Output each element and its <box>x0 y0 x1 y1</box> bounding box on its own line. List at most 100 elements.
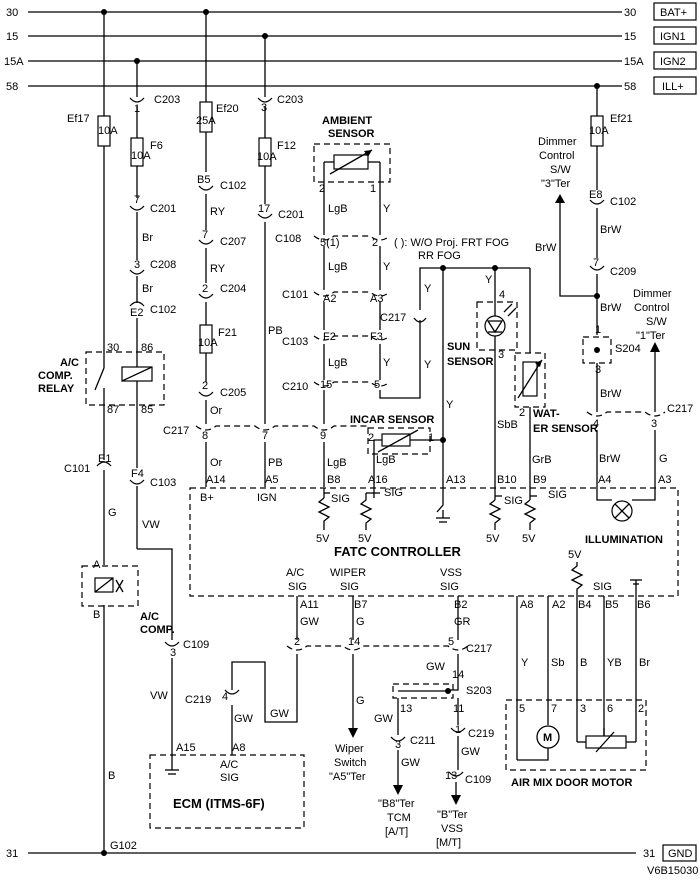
relay-label-1: A/C <box>60 357 79 369</box>
motor-pin-3: 3 <box>580 703 586 715</box>
ef20-circuit: Ef20 25A B5 C102 RY 7 C207 RY 2 C204 F21… <box>196 12 246 487</box>
pin-e1: E1 <box>98 453 111 465</box>
conn-c217-mid: C217 <box>380 312 406 324</box>
fatc-sig-2: SIG <box>384 487 403 499</box>
c219-pin-1: 1 <box>455 724 461 736</box>
c217-top: C217 9 <box>163 425 368 442</box>
pin-b5: B5 <box>197 174 210 186</box>
fatc-vss-2: SIG <box>440 581 459 593</box>
pin-c208-3: 3 <box>134 259 140 271</box>
wire-lgb-4: LgB <box>327 457 347 469</box>
pin-c207-7: 7 <box>202 229 208 241</box>
ef21-circuit: Ef21 10A E8 C102 BrW 7 C209 BrW BrW Dimm… <box>535 86 693 488</box>
comp-pin-b: B <box>93 609 100 621</box>
tcm-l3: [A/T] <box>385 826 408 838</box>
fatc-pin-b2: B2 <box>454 599 467 611</box>
wire-gw-ecm: GW <box>234 713 254 725</box>
wire-lgb-amb: LgB <box>328 203 348 215</box>
fuse-ef20-rating: 25A <box>196 115 216 127</box>
rail-tag-bat: BAT+ <box>660 7 687 19</box>
c217-pin-3: 3 <box>651 418 657 430</box>
rail-15-label: 15 <box>6 31 18 43</box>
fatc-label: FATC CONTROLLER <box>334 544 461 559</box>
fatc-controller: FATC CONTROLLER A14 A5 B8 A16 A13 B10 B9… <box>189 474 679 597</box>
pin-c217-9: 9 <box>320 430 326 442</box>
fuse-ef17-label: Ef17 <box>67 113 90 125</box>
ground-label-right: 31 <box>643 848 655 860</box>
illumination-label: ILLUMINATION <box>585 534 663 546</box>
note-rr-fog: RR FOG <box>418 250 461 262</box>
pin-a3: A3 <box>370 293 383 305</box>
fatc-pin-b6: B6 <box>637 599 650 611</box>
tcm-l1: "B8"Ter <box>378 798 415 810</box>
conn-c208: C208 <box>150 259 176 271</box>
fuse-f12-label: F12 <box>277 140 296 152</box>
fatc-pin-a16: A16 <box>368 474 388 486</box>
fatc-sig-3: SIG <box>504 495 523 507</box>
relay-pin-87: 87 <box>107 404 119 416</box>
conn-c101-b: C101 <box>282 289 308 301</box>
ground-rail: 31 31 GND G102 V6B15030 <box>6 840 698 877</box>
conn-c103-b: C103 <box>282 336 308 348</box>
wire-y-6: Y <box>446 399 454 411</box>
fatc-pin-b5: B5 <box>605 599 618 611</box>
s203-pin-11: 11 <box>453 703 464 715</box>
pin-c209-7: 7 <box>593 257 599 269</box>
rail-30-label-right: 30 <box>624 7 636 19</box>
ambient-pin-1: 1 <box>370 183 376 195</box>
wire-sbb: SbB <box>497 419 518 431</box>
conn-c109-a: C109 <box>183 639 209 651</box>
pin-c217-8: 8 <box>202 430 208 442</box>
wire-y-5: Y <box>424 359 432 371</box>
ecm: A15 A8 A/C SIG ECM (ITMS-6F) <box>149 742 305 829</box>
ambient-label-1: AMBIENT <box>322 115 372 127</box>
relay-pin-86: 86 <box>141 342 153 354</box>
fatc-acsig-1: A/C <box>286 567 304 579</box>
fatc-sig-5: SIG <box>593 581 612 593</box>
rail-30-label: 30 <box>6 7 18 19</box>
wire-brw-4: BrW <box>600 388 622 400</box>
vss-circuit: B2 GR GW 14 S203 13 11 GW 3 C211 GW "B8"… <box>374 596 494 849</box>
conn-c207: C207 <box>220 236 246 248</box>
motor-pin-5: 5 <box>519 703 525 715</box>
wire-br-2: Br <box>142 283 153 295</box>
note-wo-fog: ( ): W/O Proj. FRT FOG <box>394 237 509 249</box>
vss-l1: "B"Ter <box>437 809 468 821</box>
fatc-pin-a3: A3 <box>658 474 671 486</box>
motor-pin-2: 2 <box>638 703 644 715</box>
c217-pin-2: 2 <box>294 636 300 648</box>
f12-circuit: 3 C203 F12 10A 17 C201 PB 7 PB <box>257 36 304 487</box>
conn-c203-b: C203 <box>277 94 303 106</box>
ecm-pin-a8: A8 <box>232 742 245 754</box>
wire-brw-5: BrW <box>599 453 621 465</box>
c217-pin-14: 14 <box>348 636 360 648</box>
wire-b-motor: B <box>580 657 587 669</box>
fatc-pin-b4: B4 <box>578 599 591 611</box>
wire-b-comp: B <box>108 770 115 782</box>
pin-e2: E2 <box>130 307 143 319</box>
sun-pin-4: 4 <box>499 289 505 301</box>
fatc-pin-a5: A5 <box>265 474 278 486</box>
wire-br-1: Br <box>142 232 153 244</box>
ac-comp-relay: 30 86 87 85 A/C COMP. RELAY F4 C103 VW 3… <box>38 342 209 755</box>
ecm-label: ECM (ITMS-6F) <box>173 796 265 811</box>
wire-sb-motor: Sb <box>551 657 564 669</box>
wire-y-7: Y <box>485 274 493 286</box>
airmix-label: AIR MIX DOOR MOTOR <box>511 777 632 789</box>
sensor-harness: C108 5(1) 2 ( ): W/O Proj. FRT FOG RR FO… <box>275 233 509 487</box>
pin-f2: F2 <box>323 331 336 343</box>
c109-pin-13: 13 <box>445 770 457 782</box>
fatc-pin-a13: A13 <box>446 474 466 486</box>
wire-lgb-incar: LgB <box>376 454 396 466</box>
conn-c201-b: C201 <box>278 209 304 221</box>
s203-pin-13: 13 <box>400 703 412 715</box>
vss-l2: VSS <box>441 823 463 835</box>
conn-c205: C205 <box>220 387 246 399</box>
motor-pin-6: 6 <box>607 703 613 715</box>
rail-15a-label-right: 15A <box>624 56 644 68</box>
wire-yb-motor: YB <box>607 657 622 669</box>
wire-g-illum: G <box>659 453 668 465</box>
sun-sensor: 4 3 SUN SENSOR SbB <box>447 289 518 488</box>
fatc-bplus: B+ <box>200 492 214 504</box>
c219-pin-4: 4 <box>222 691 228 703</box>
